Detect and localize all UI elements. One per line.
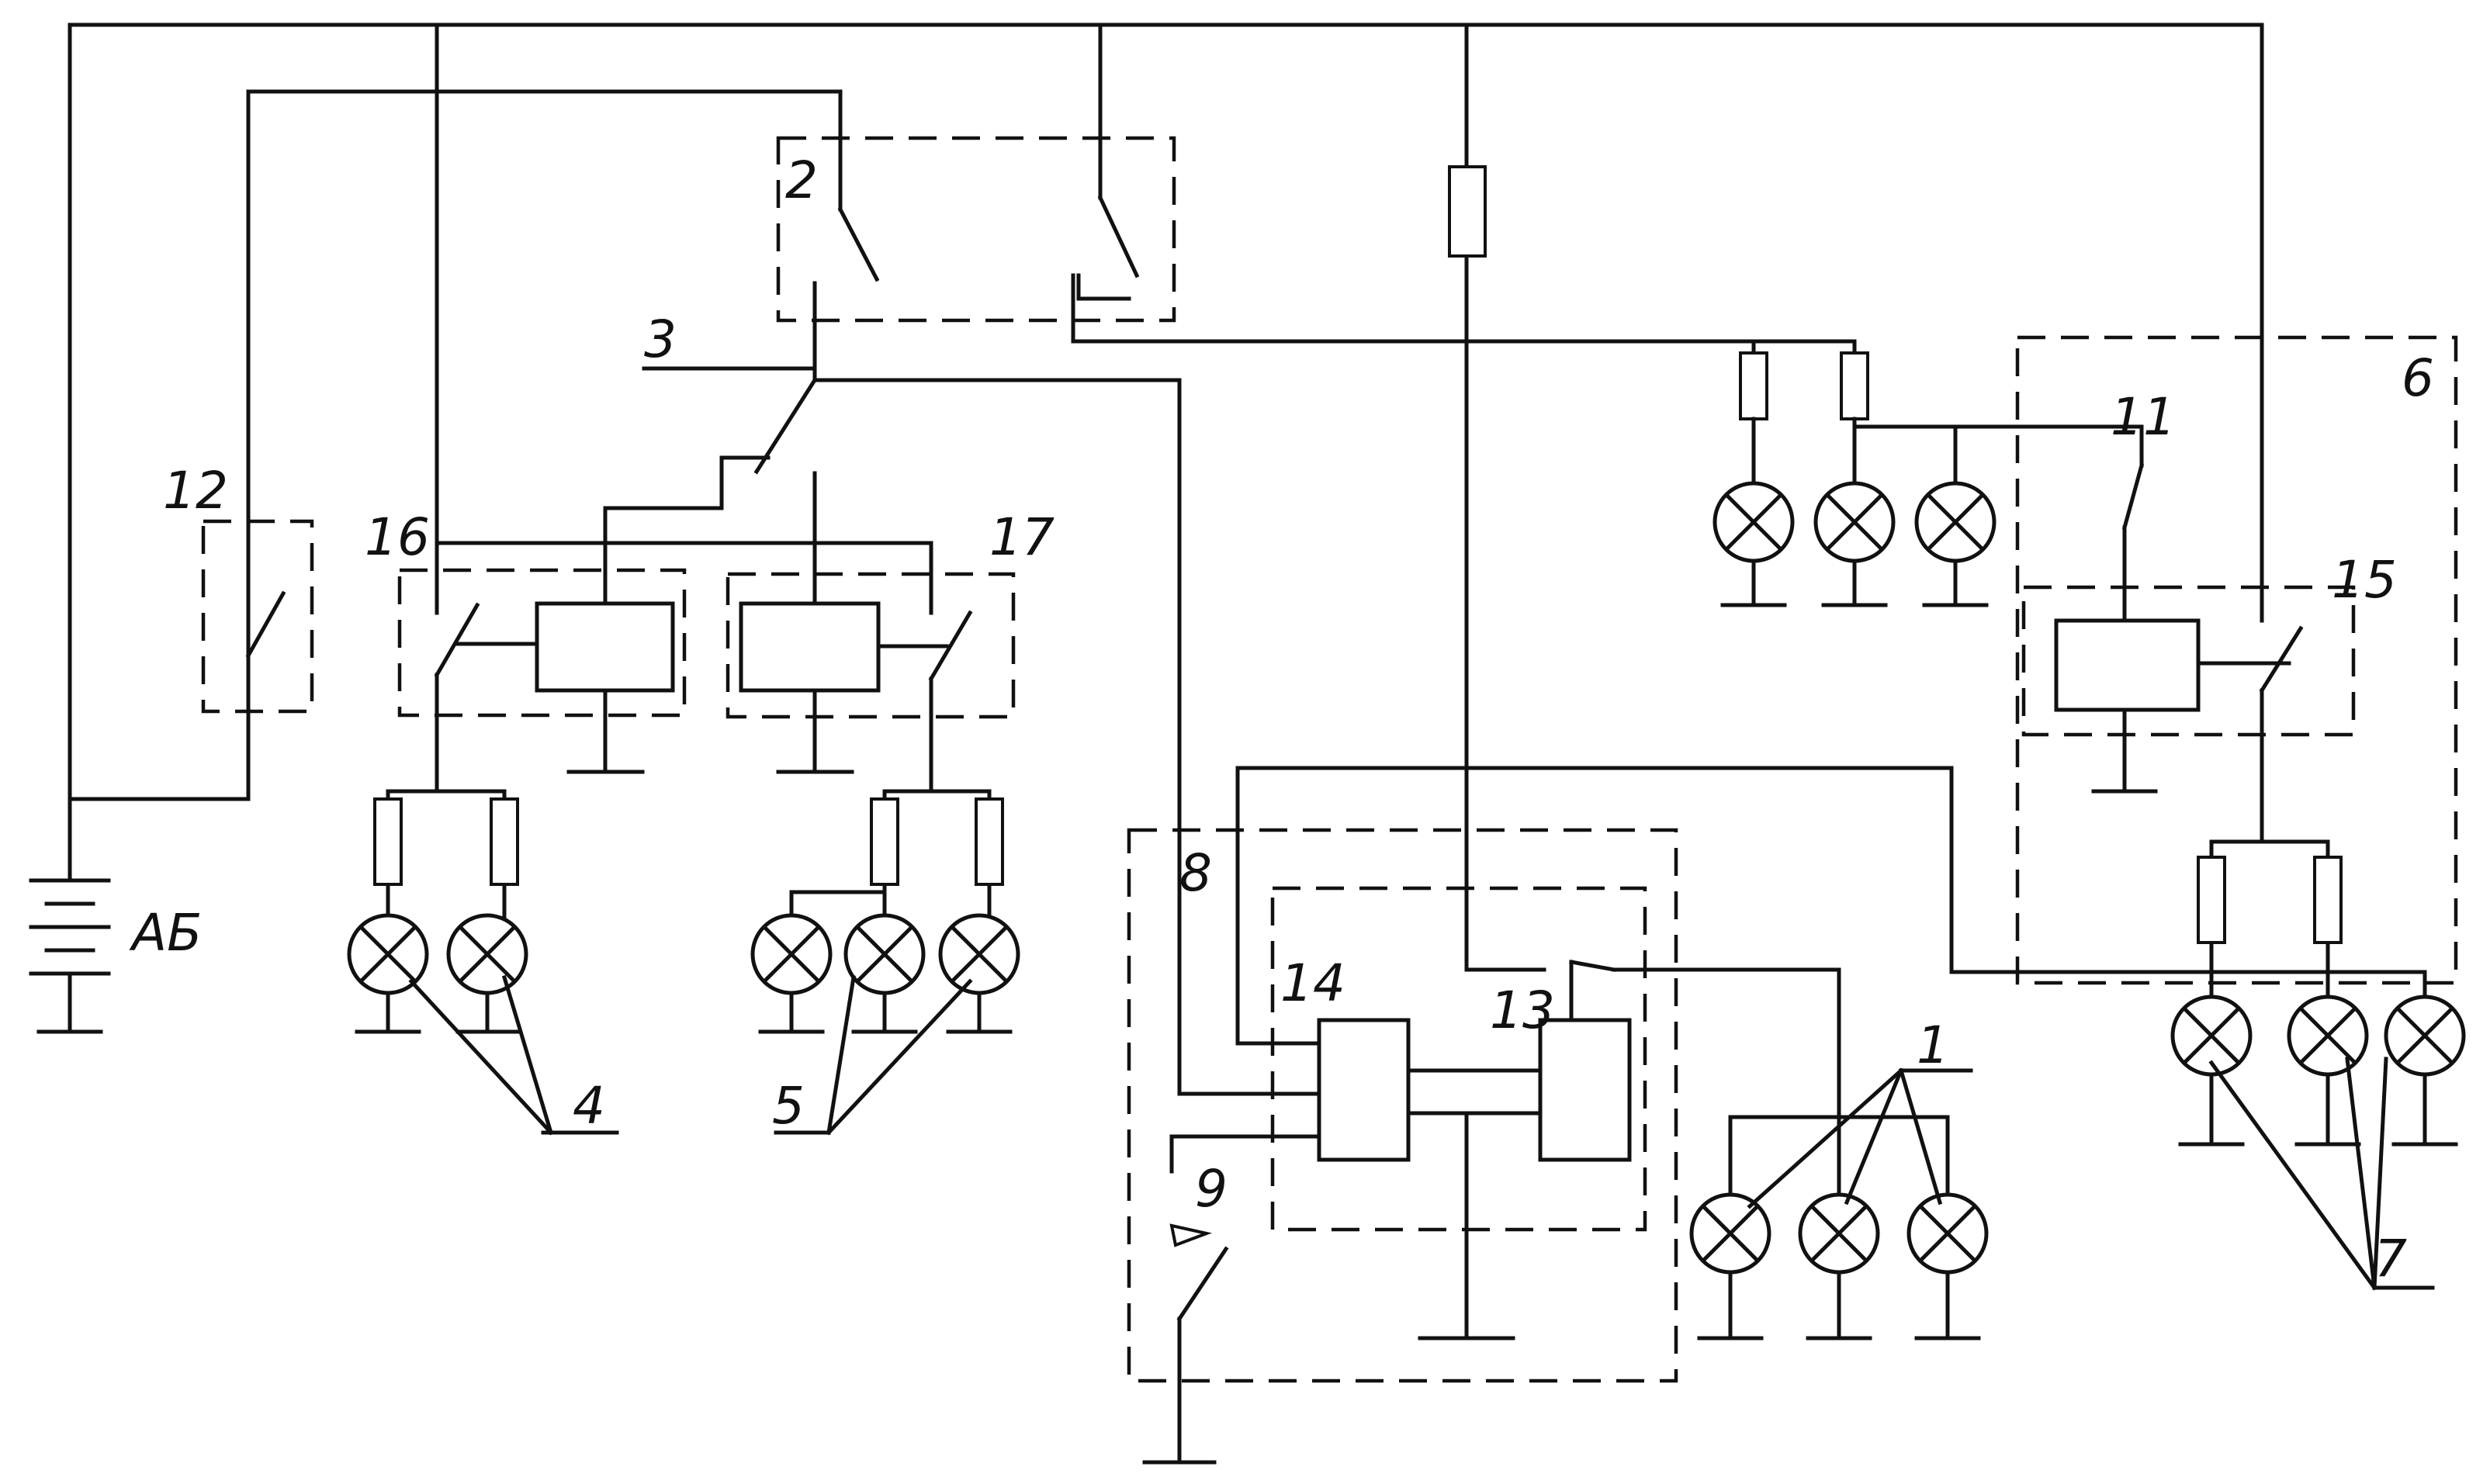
label-battery: АБ — [129, 903, 202, 963]
control-block-8 — [1129, 830, 1839, 1462]
label-13: 13 — [1490, 981, 1555, 1040]
label-15: 15 — [2332, 550, 2397, 610]
label-7: 7 — [2374, 1229, 2407, 1289]
lamp-icon — [1692, 1195, 1769, 1272]
label-6: 6 — [2402, 348, 2434, 408]
label-17: 17 — [989, 507, 1055, 567]
lamp-icon — [1917, 483, 1994, 561]
label-3: 3 — [644, 310, 677, 369]
lamp-icon — [1800, 1195, 1878, 1272]
switch-block-12 — [203, 521, 312, 711]
lamp-icon — [349, 915, 427, 993]
label-8: 8 — [1179, 843, 1212, 903]
label-9: 9 — [1195, 1159, 1228, 1219]
label-12: 12 — [163, 461, 228, 521]
lamp-icon — [753, 915, 830, 993]
lamp-icon — [1909, 1195, 1986, 1272]
label-14: 14 — [1280, 953, 1345, 1013]
lamp-icon — [940, 915, 1018, 993]
battery-symbol — [31, 799, 109, 1032]
lamp-icon — [846, 915, 923, 993]
lamp-icon — [2386, 997, 2464, 1074]
lamp-icon — [1816, 483, 1893, 561]
reference-labels: 1 2 3 4 5 6 7 8 9 11 12 13 14 15 16 17 А… — [129, 150, 2434, 1289]
label-4: 4 — [573, 1076, 605, 1136]
center-fuse-branch — [1449, 167, 2142, 605]
lamp-icon — [1715, 483, 1792, 561]
label-11: 11 — [2111, 387, 2176, 447]
relay-block-17 — [728, 574, 1013, 791]
label-5: 5 — [772, 1076, 805, 1136]
lamp-icon — [2289, 997, 2367, 1074]
label-16: 16 — [365, 507, 430, 567]
lamp-icon — [448, 915, 526, 993]
label-2: 2 — [785, 150, 818, 210]
relay-block-6 — [2017, 337, 2456, 983]
label-1: 1 — [1917, 1015, 1949, 1075]
switch-block-2 — [778, 138, 1855, 380]
